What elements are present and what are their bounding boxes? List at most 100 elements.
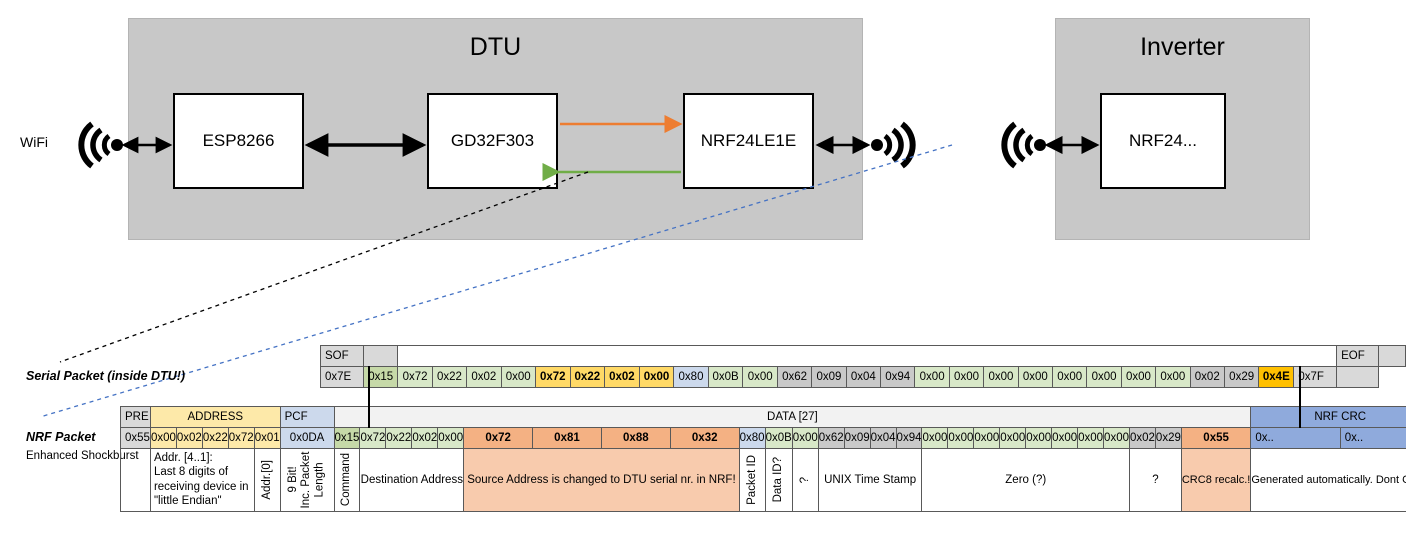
nrf-desc-pre-spacer [121,449,151,512]
serial-byte-9: 0x80 [674,367,708,388]
serial-eof-spacer [1337,367,1379,388]
nrf-desc-source: Source Address is changed to DTU serial … [464,449,739,512]
nrf-crc-value-1: 0x.. [1340,428,1406,449]
nrf-desc-crc8-text: CRC8 recalc.! [1182,474,1250,486]
nrf-desc-crc8: CRC8 recalc.! [1181,449,1250,512]
nrf-data-header: DATA [27] [334,407,1251,428]
nrf-desc-addr0-text: Addr.[0] [261,460,274,500]
nrf-pre-value: 0x55 [121,428,151,449]
nrf-byte-7: 0x88 [601,428,670,449]
nrf-byte-24: 0x02 [1129,428,1155,449]
nrf-byte-23: 0x00 [1104,428,1130,449]
serial-byte-17: 0x00 [949,367,983,388]
nrf-byte-20: 0x00 [1026,428,1052,449]
nrf-addr-4: 0x01 [254,428,280,449]
nrf-desc-unknown2: ? [1129,449,1181,512]
nrf-desc-unknown1: ? [792,449,818,512]
serial-byte-14: 0x04 [846,367,880,388]
nrf-byte-8: 0x32 [670,428,739,449]
nrf-byte-1: 0x72 [360,428,386,449]
serial-byte-24: 0x02 [1190,367,1224,388]
nrf-desc-address-text: Addr. [4..1]: Last 8 digits of receiving… [154,452,249,507]
nrf-byte-6: 0x81 [533,428,602,449]
serial-packet-header-row: SOF EOF [321,346,1406,367]
nrf-byte-5: 0x72 [464,428,533,449]
serial-byte-15: 0x94 [881,367,915,388]
nrf-addr-3: 0x72 [228,428,254,449]
nrf-packet-table: PRE ADDRESS PCF DATA [27] NRF CRC 0x55 0… [120,406,1406,512]
nrf-desc-zero: Zero (?) [922,449,1130,512]
chip-esp8266[interactable]: ESP8266 [173,93,304,189]
serial-byte-21: 0x00 [1087,367,1121,388]
nrf-desc-timestamp: UNIX Time Stamp [818,449,922,512]
block-diagram: DTU Inverter ESP8266 GD32F303 NRF24LE1E … [0,0,1406,340]
chip-nrf24[interactable]: NRF24... [1100,93,1226,189]
nrf-byte-10: 0x0B [765,428,792,449]
nrf-desc-nrf-crc: Generated automatically. Dont Care! [1251,449,1406,512]
serial-byte-11: 0x00 [743,367,777,388]
serial-byte-6: 0x22 [570,367,605,388]
wifi-label: WiFi [20,134,48,150]
serial-byte-5: 0x72 [535,367,570,388]
nrf-description-row: Addr. [4..1]: Last 8 digits of receiving… [121,449,1406,512]
serial-header-spacer-2 [1379,346,1406,367]
serial-byte-8: 0x00 [639,367,674,388]
eof-alignment-tick [1299,366,1301,428]
chip-nrf24-label: NRF24... [1129,131,1197,151]
inverter-title: Inverter [1056,33,1309,62]
nrf-byte-26: 0x55 [1181,428,1250,449]
serial-byte-13: 0x09 [812,367,846,388]
nrf-byte-25: 0x29 [1155,428,1181,449]
nrf-desc-packet-id-text: Packet ID [746,455,759,505]
chip-esp8266-label: ESP8266 [203,131,275,151]
nrf-byte-16: 0x00 [922,428,948,449]
nrf-byte-2: 0x22 [386,428,412,449]
nrf-desc-unknown1-text: ? [799,477,812,483]
nrf-addr-2: 0x22 [202,428,228,449]
serial-sof-value: 0x7E [321,367,364,388]
nrf-pcf-header: PCF [280,407,334,428]
packet-tables: Serial Packet (inside DTU!) NRF Packet E… [0,340,1406,523]
serial-byte-16: 0x00 [915,367,949,388]
nrf-pre-header: PRE [121,407,151,428]
nrf-desc-packet-id: Packet ID [739,449,765,512]
nrf-desc-data-id: Data ID? [765,449,792,512]
serial-byte-22: 0x00 [1121,367,1155,388]
nrf-byte-13: 0x09 [844,428,870,449]
serial-eof-header: EOF [1337,346,1379,367]
nrf-byte-17: 0x00 [948,428,974,449]
nrf-byte-21: 0x00 [1052,428,1078,449]
chip-gd32f303[interactable]: GD32F303 [427,93,558,189]
serial-byte-12: 0x62 [777,367,811,388]
serial-byte-4: 0x00 [501,367,535,388]
nrf-byte-19: 0x00 [1000,428,1026,449]
nrf-desc-zero-text: Zero (?) [1005,474,1046,486]
serial-sof-header: SOF [321,346,364,367]
nrf-desc-unknown2-text: ? [1152,474,1158,486]
nrf-desc-data-id-text: Data ID? [772,457,785,502]
serial-byte-2: 0x22 [432,367,466,388]
nrf-byte-9: 0x80 [739,428,765,449]
nrf-desc-timestamp-text: UNIX Time Stamp [824,474,916,486]
chip-nrf24le1e-label: NRF24LE1E [701,131,796,151]
serial-byte-7: 0x02 [605,367,640,388]
nrf-desc-nrf-crc-text: Generated automatically. Dont Care! [1251,474,1406,486]
nrf-desc-destination: Destination Address [360,449,464,512]
chip-gd32f303-label: GD32F303 [451,131,534,151]
nrf-addr-1: 0x02 [176,428,202,449]
nrf-byte-3: 0x02 [412,428,438,449]
serial-byte-10: 0x0B [708,367,743,388]
nrf-byte-4: 0x00 [438,428,464,449]
nrf-byte-22: 0x00 [1078,428,1104,449]
chip-nrf24le1e[interactable]: NRF24LE1E [683,93,814,189]
nrf-packet-value-row: 0x55 0x00 0x02 0x22 0x72 0x01 0x0DA 0x15… [121,428,1406,449]
serial-byte-23: 0x00 [1156,367,1190,388]
nrf-crc-header: NRF CRC [1251,407,1406,428]
nrf-desc-destination-text: Destination Address [361,474,463,486]
nrf-desc-command: Command [334,449,360,512]
nrf-desc-pcf: 9 Bit! Inc. Packet Length [280,449,334,512]
nrf-addr-0: 0x00 [150,428,176,449]
serial-byte-1: 0x72 [398,367,432,388]
nrf-byte-0: 0x15 [334,428,360,449]
